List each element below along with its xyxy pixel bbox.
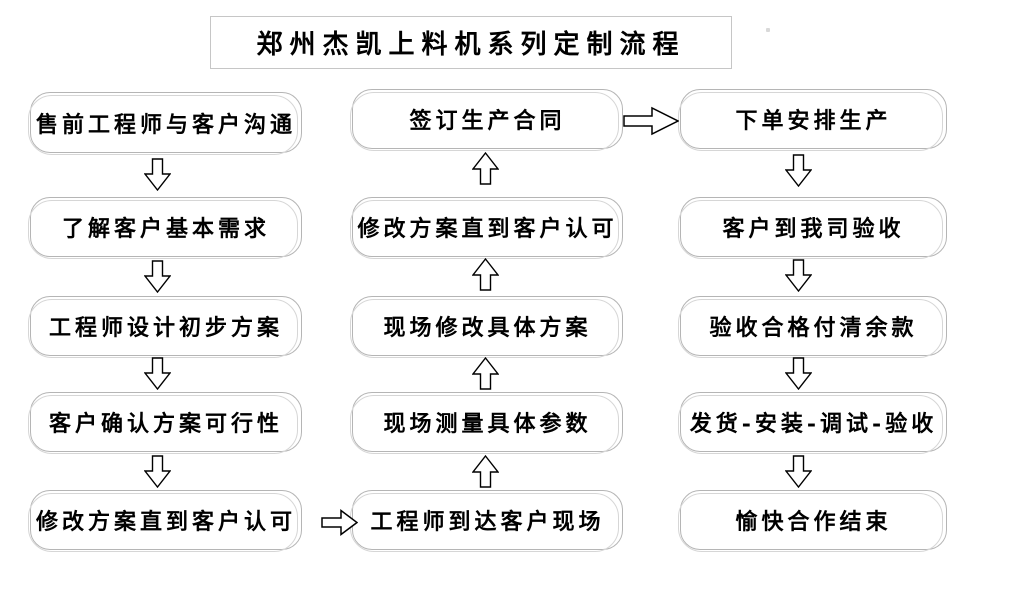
flow-node-label: 现场测量具体参数	[383, 411, 592, 437]
flow-node-label: 修改方案直到客户认可	[357, 216, 618, 242]
flow-node-middle-4: 现场测量具体参数	[350, 392, 623, 454]
flow-node-label: 工程师设计初步方案	[48, 315, 283, 341]
flow-node-right-1: 下单安排生产	[678, 89, 947, 151]
flow-node-right-5: 愉快合作结束	[678, 490, 947, 552]
flow-node-label: 客户确认方案可行性	[48, 411, 283, 437]
title-box: 郑州杰凯上料机系列定制流程	[210, 16, 732, 69]
stray-mark	[766, 28, 770, 32]
arrow-up-icon	[472, 258, 499, 291]
flow-node-label: 现场修改具体方案	[383, 315, 592, 341]
flow-node-label: 修改方案直到客户认可	[35, 509, 296, 535]
flow-node-left-5: 修改方案直到客户认可	[28, 490, 302, 552]
flow-node-middle-2: 修改方案直到客户认可	[350, 197, 623, 259]
flow-node-right-3: 验收合格付清余款	[678, 296, 947, 358]
arrow-down-icon	[144, 158, 171, 191]
flow-node-left-4: 客户确认方案可行性	[28, 392, 302, 454]
flow-node-label: 签订生产合同	[409, 108, 566, 134]
flow-node-label: 发货-安装-调试-验收	[689, 411, 938, 437]
flow-node-middle-3: 现场修改具体方案	[350, 296, 623, 358]
arrow-down-icon	[144, 455, 171, 488]
arrow-down-icon	[785, 259, 812, 292]
arrow-up-icon	[472, 357, 499, 390]
arrow-right-icon	[623, 106, 679, 136]
arrow-down-icon	[785, 154, 812, 187]
flow-node-label: 愉快合作结束	[735, 509, 892, 535]
arrow-down-icon	[785, 357, 812, 390]
flow-node-label: 下单安排生产	[735, 108, 892, 134]
flow-node-label: 验收合格付清余款	[709, 315, 918, 341]
flow-node-left-1: 售前工程师与客户沟通	[28, 92, 302, 155]
flow-node-left-2: 了解客户基本需求	[28, 197, 302, 259]
arrow-down-icon	[144, 357, 171, 390]
arrow-down-icon	[785, 455, 812, 488]
flow-node-label: 工程师到达客户现场	[370, 509, 605, 535]
page-title: 郑州杰凯上料机系列定制流程	[256, 30, 686, 60]
arrow-down-icon	[144, 260, 171, 293]
arrow-up-icon	[472, 455, 499, 488]
flow-node-label: 售前工程师与客户沟通	[35, 111, 296, 138]
flow-node-left-3: 工程师设计初步方案	[28, 296, 302, 358]
flow-node-right-2: 客户到我司验收	[678, 197, 947, 259]
arrow-up-icon	[472, 152, 499, 185]
arrow-right-icon	[321, 509, 358, 536]
flow-node-middle-5: 工程师到达客户现场	[350, 490, 623, 552]
flow-node-right-4: 发货-安装-调试-验收	[678, 392, 947, 454]
flow-node-middle-1: 签订生产合同	[350, 89, 623, 151]
flow-node-label: 客户到我司验收	[722, 216, 905, 242]
flow-node-label: 了解客户基本需求	[61, 216, 270, 242]
